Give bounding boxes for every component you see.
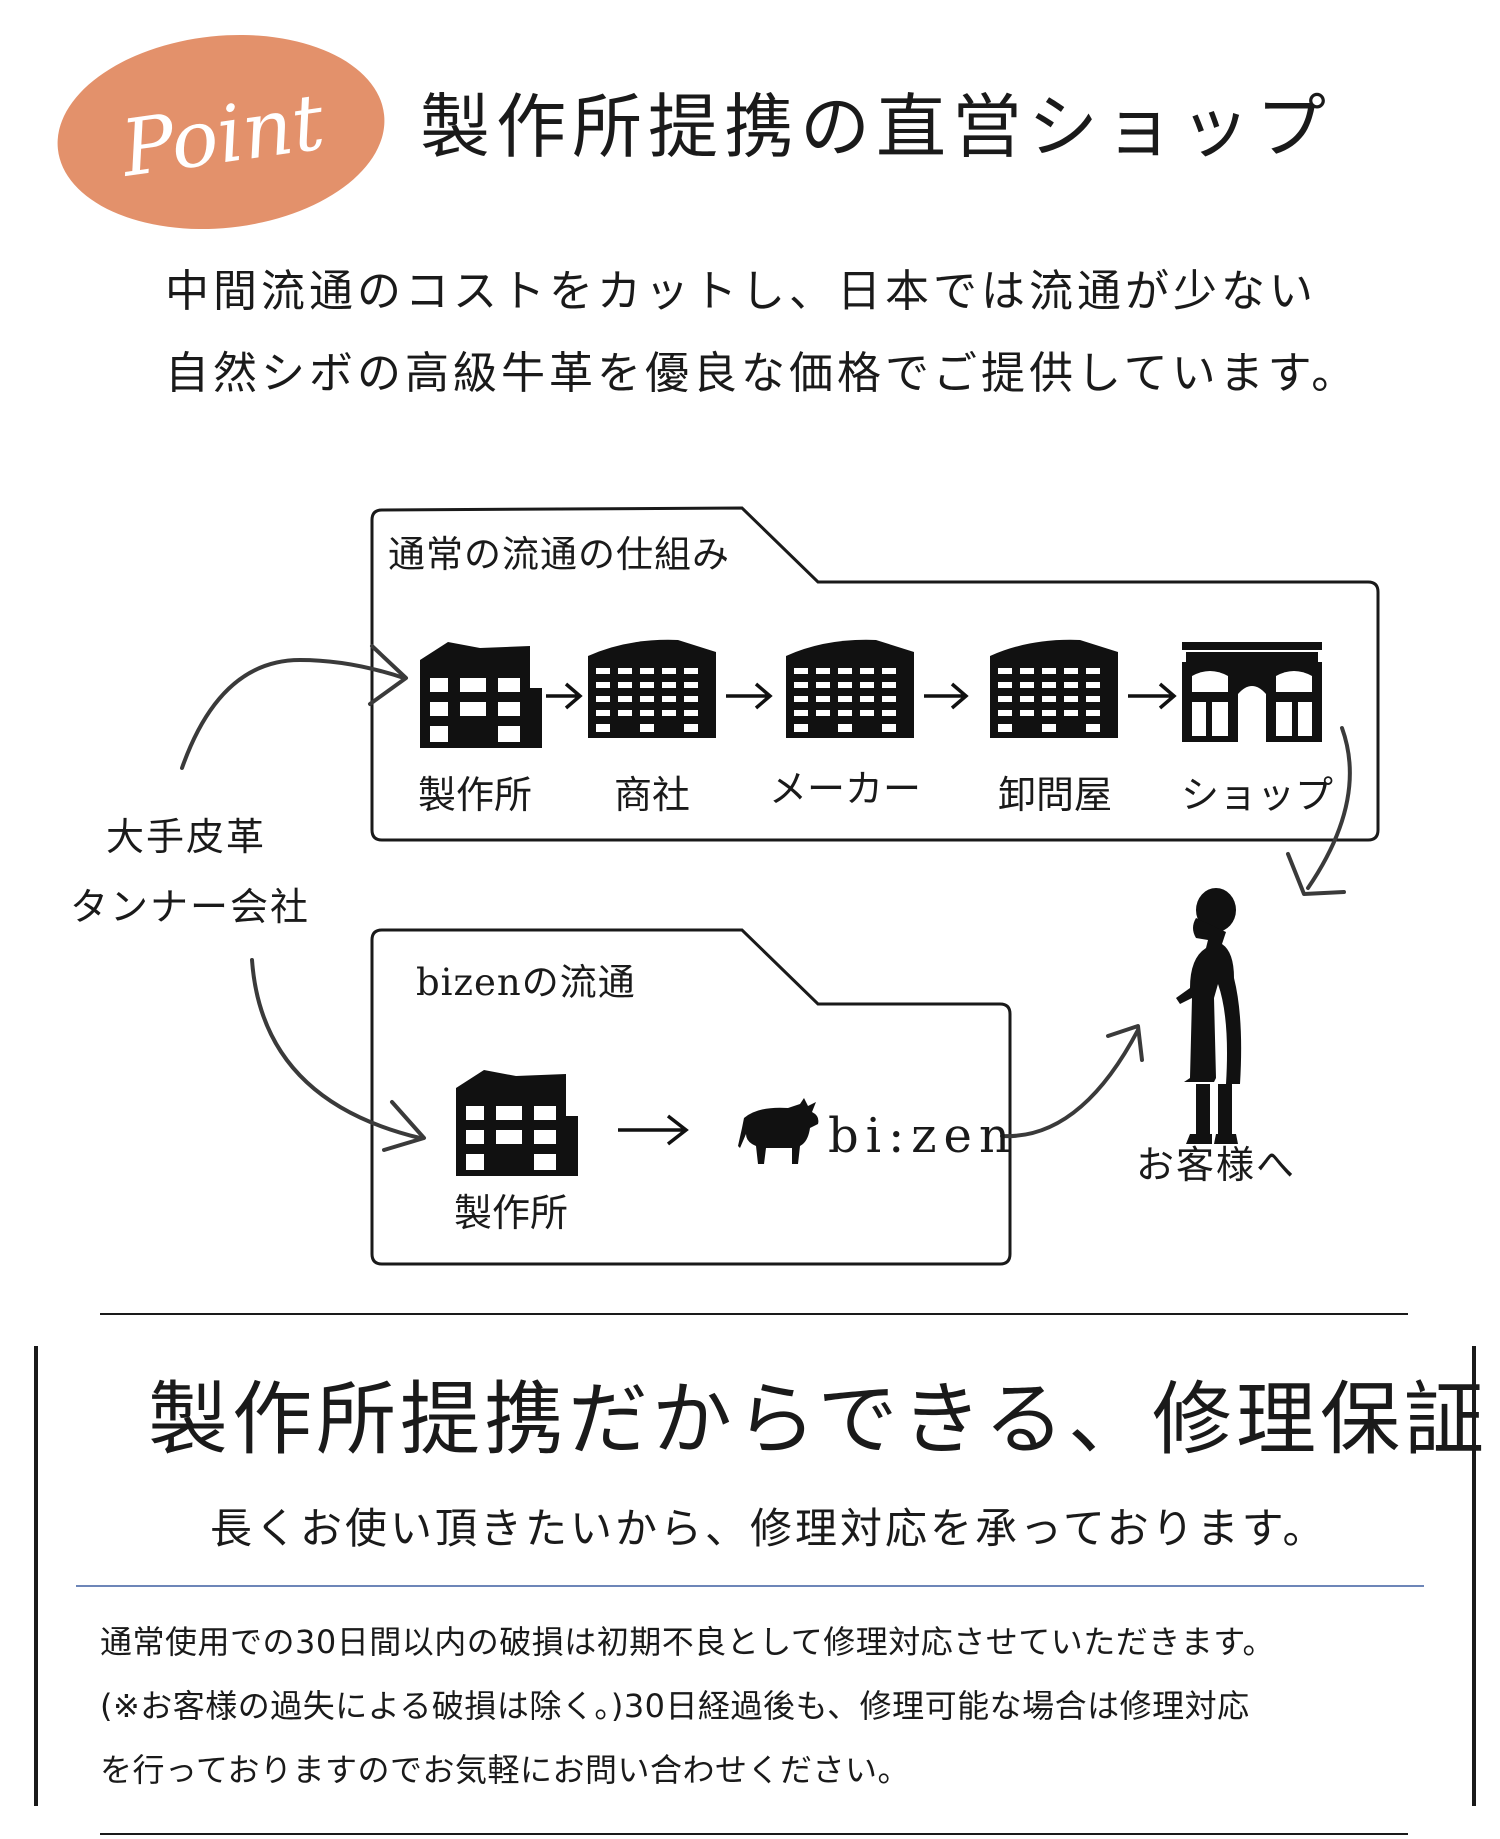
office-building-icon: [588, 639, 716, 738]
repair-body-line-3: を行っておりますのでお気軽にお問い合わせください。: [100, 1751, 910, 1789]
curved-arrow-to-bizen-factory-icon: [250, 958, 422, 1140]
repair-section-title: 製作所提携だからできる、修理保証: [148, 1373, 1488, 1466]
page-title: 製作所提携の直営ショップ: [420, 86, 1332, 168]
lead-text-line-2: 自然シボの高級牛革を優良な価格でご提供しています。: [165, 348, 1360, 399]
repair-section-subtitle: 長くお使い頂きたいから、修理対応を承っております。: [210, 1504, 1328, 1553]
node-label: ショップ: [1180, 773, 1333, 817]
arrow-right-icon: [924, 682, 969, 710]
node-label: メーカー: [768, 767, 921, 811]
bizen-flow-box: [370, 928, 1012, 1266]
customer-label: お客様へ: [1136, 1143, 1297, 1187]
arrow-right-icon: [1128, 682, 1177, 710]
storefront-icon: [1182, 642, 1322, 742]
factory-building-icon: [456, 1070, 578, 1176]
curved-arrow-to-factory-icon: [180, 658, 406, 770]
curved-arrows: [180, 644, 1352, 1152]
point-badge: Point: [56, 34, 386, 230]
arrow-right-icon: [726, 682, 773, 710]
bizen-flow-title: bizenの流通: [416, 961, 636, 1004]
curved-arrow-shop-to-customer-icon: [1306, 726, 1352, 890]
node-label: 製作所: [453, 1191, 568, 1235]
brand-logo-text: bi:zen: [828, 1108, 1017, 1164]
source-label-line-2: タンナー会社: [70, 885, 311, 929]
office-building-icon: [786, 639, 914, 738]
lead-text-line-1: 中間流通のコストをカットし、日本では流通が少ない: [165, 266, 1317, 317]
arrow-right-icon: [618, 1114, 689, 1146]
normal-flow-title: 通常の流通の仕組み: [388, 533, 730, 576]
repair-body-line-1: 通常使用での30日間以内の破損は初期不良として修理対応させていただきます。: [100, 1623, 1276, 1661]
curved-arrow-bizen-to-customer-icon: [1000, 1028, 1140, 1139]
node-label: 卸問屋: [997, 773, 1112, 817]
office-building-icon: [990, 639, 1118, 738]
repair-body-line-2: (※お客様の過失による破損は除く。)30日経過後も、修理可能な場合は修理対応: [100, 1687, 1250, 1725]
node-label: 製作所: [417, 773, 532, 817]
person-silhouette-icon: [1176, 888, 1242, 1144]
source-label-line-1: 大手皮革: [106, 815, 267, 859]
node-label: 商社: [613, 773, 690, 817]
factory-building-icon: [420, 642, 542, 748]
bull-icon: [738, 1098, 819, 1164]
arrow-right-icon: [546, 682, 583, 710]
point-badge-shape: [57, 34, 385, 230]
flow-arrows: [546, 682, 1177, 1146]
